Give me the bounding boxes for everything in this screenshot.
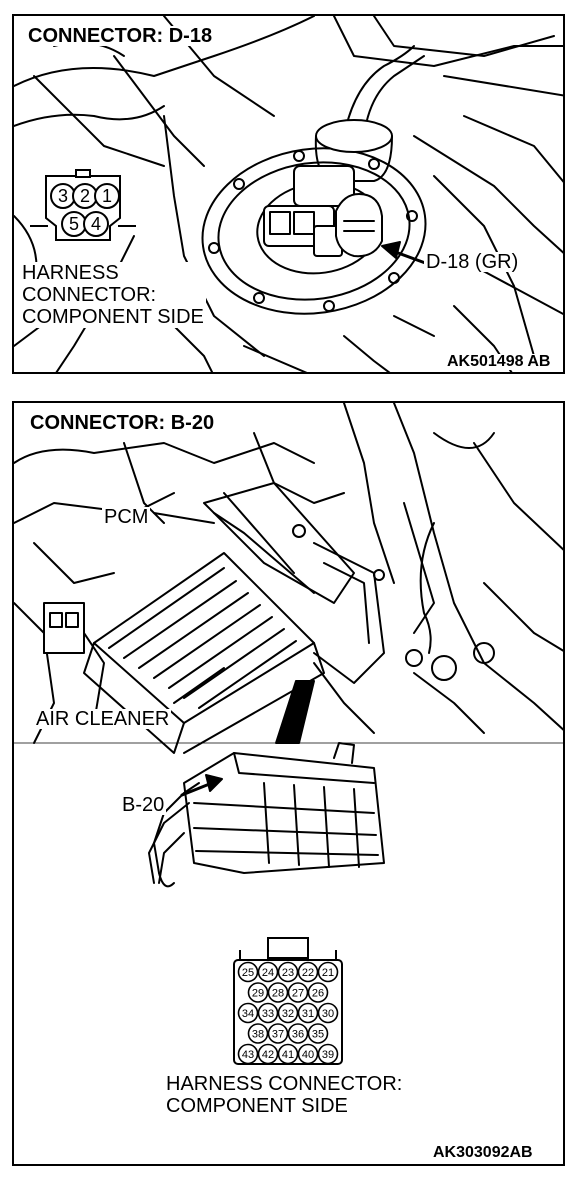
pin-label: 23 xyxy=(282,967,294,979)
pin-label: 33 xyxy=(262,1008,274,1020)
figure-code: AK501498 AB xyxy=(446,353,552,370)
engine-bay-illustration-top xyxy=(14,16,563,372)
harness-connector-label: HARNESS CONNECTOR: COMPONENT SIDE xyxy=(164,1073,405,1117)
pin-label: 31 xyxy=(302,1008,314,1020)
pin-circle xyxy=(237,961,259,983)
pin-label: 1 xyxy=(102,186,112,206)
pin-circle xyxy=(257,961,279,983)
pin-label: 29 xyxy=(252,988,264,1000)
pin-circle xyxy=(317,1002,339,1024)
pin-circle xyxy=(237,1002,259,1024)
engine-bay-illustration-bottom xyxy=(14,403,563,888)
pin-circle xyxy=(267,982,289,1003)
pin-label: 26 xyxy=(312,988,324,1000)
pin-circle xyxy=(237,1043,259,1065)
pin-label: 36 xyxy=(292,1029,304,1041)
pin-label: 22 xyxy=(302,967,314,979)
pin-circle xyxy=(247,1023,269,1044)
pin-label: 34 xyxy=(242,1008,254,1020)
pin-1-circle xyxy=(94,183,120,209)
pin-label: 27 xyxy=(292,988,304,1000)
pin-label: 25 xyxy=(242,967,254,979)
pin-label: 5 xyxy=(69,214,79,234)
pin-label: 40 xyxy=(302,1049,314,1061)
pin-circle xyxy=(307,1023,329,1044)
connector-title: CONNECTOR: D-18 xyxy=(26,25,215,47)
pin-circle xyxy=(277,961,299,983)
pin-label: 43 xyxy=(242,1049,254,1061)
pin-circle xyxy=(297,1002,319,1024)
pin-label: 24 xyxy=(262,967,274,979)
pin-circle xyxy=(317,961,339,983)
pin-circle xyxy=(307,982,329,1003)
d18-callout-label: D-18 (GR) xyxy=(424,251,521,273)
pin-label: 21 xyxy=(322,967,334,979)
pin-label: 30 xyxy=(322,1008,334,1020)
connector-face-d18: 3 2 1 5 4 xyxy=(30,169,136,241)
pin-label: 2 xyxy=(80,186,90,206)
pin-label: 38 xyxy=(252,1029,264,1041)
b20-callout-label: B-20 xyxy=(120,794,167,816)
air-cleaner-label: AIR CLEANER xyxy=(34,708,172,730)
pin-circle xyxy=(257,1043,279,1065)
pin-circle xyxy=(317,1043,339,1065)
pin-circle xyxy=(267,1023,289,1044)
pin-label: 39 xyxy=(322,1049,334,1061)
pin-label: 37 xyxy=(272,1029,284,1041)
pin-label: 35 xyxy=(312,1029,324,1041)
pin-circle xyxy=(287,982,309,1003)
pin-4-circle xyxy=(83,211,109,237)
figure-code: AK303092AB xyxy=(432,1144,534,1161)
pin-circle xyxy=(297,1043,319,1065)
pin-label: 41 xyxy=(282,1049,294,1061)
pin-circle xyxy=(287,1023,309,1044)
pin-label: 28 xyxy=(272,988,284,1000)
connector-face-b20: 25 24 23 22 21 29 28 27 26 34 33 32 31 30 38 37 36 35 43 42… xyxy=(233,937,343,1065)
pin-circle xyxy=(257,1002,279,1024)
pin-label: 42 xyxy=(262,1049,274,1061)
pin-label: 32 xyxy=(282,1008,294,1020)
pin-circle xyxy=(277,1002,299,1024)
harness-connector-label: HARNESS CONNECTOR: COMPONENT SIDE xyxy=(20,262,206,328)
pcm-label: PCM xyxy=(102,506,151,528)
pin-circle xyxy=(277,1043,299,1065)
pin-label: 3 xyxy=(58,186,68,206)
pin-label: 4 xyxy=(91,214,101,234)
pin-circle xyxy=(297,961,319,983)
pin-circle xyxy=(247,982,269,1003)
connector-title: CONNECTOR: B-20 xyxy=(28,412,217,434)
connector-d18-panel: CONNECTOR: D-18 3 2 1 5 4 HARNESS CONNEC… xyxy=(12,14,565,374)
